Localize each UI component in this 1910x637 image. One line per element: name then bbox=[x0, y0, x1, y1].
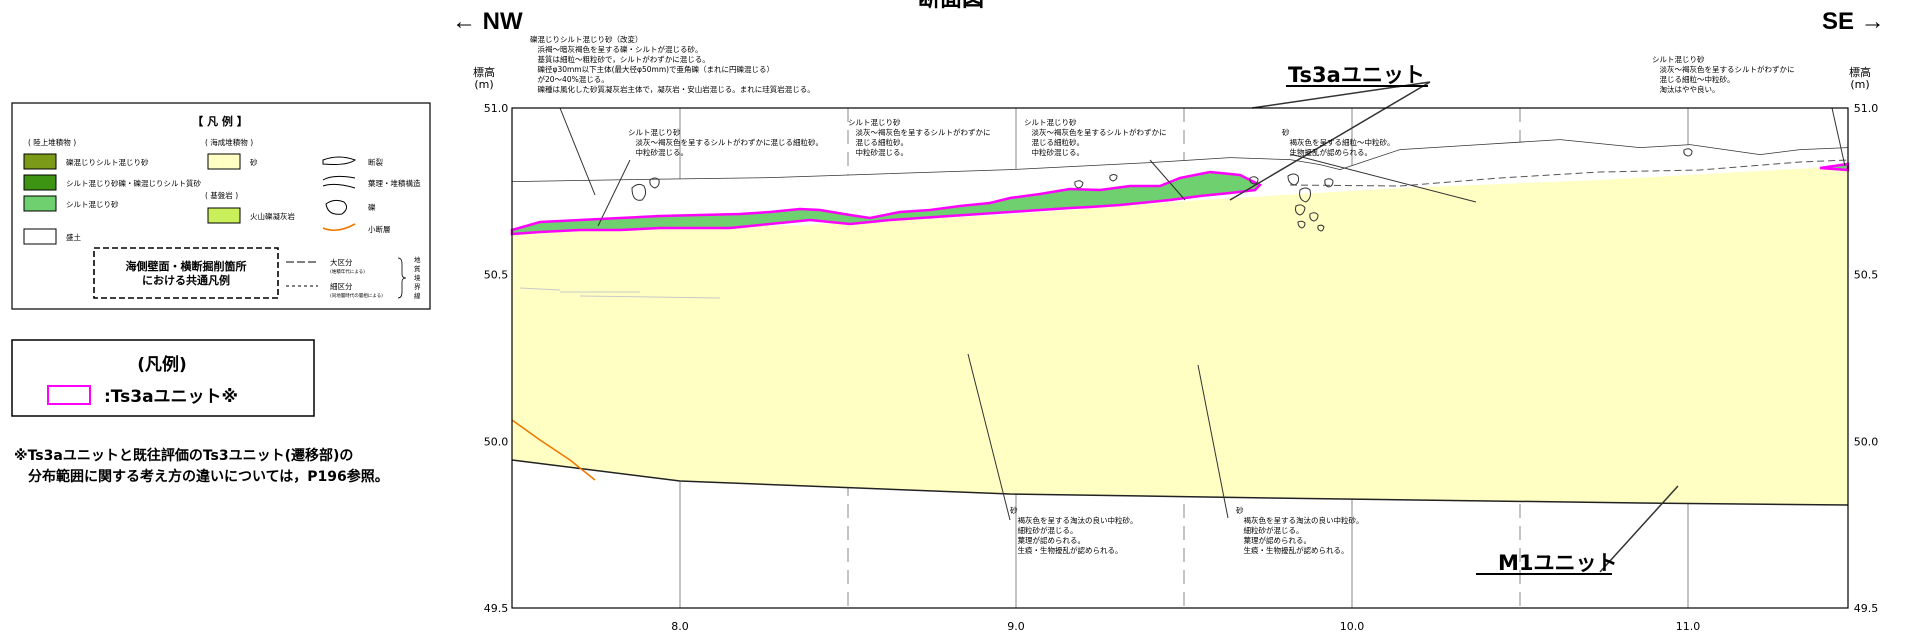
y-axis-label-right: 標高(m) bbox=[1849, 65, 1871, 91]
legend-swatch-bedrock bbox=[207, 207, 241, 224]
legend-symbol-lamination: 葉理・堆積構造 bbox=[368, 178, 421, 188]
legend-group-marine: ( 海成堆積物 ) bbox=[205, 137, 253, 147]
y-tick-label: 49.5 bbox=[484, 602, 509, 615]
ts3a-legend-label: :Ts3aユニット※ bbox=[104, 387, 238, 407]
annotation-sand-bottom-1: 砂 褐灰色を呈する淘汰の良い中粒砂。 細粒砂が混じる。 葉理が認められる。 生痕… bbox=[1010, 505, 1138, 555]
legend-title: 【 凡 例 】 bbox=[192, 114, 248, 128]
legend-major-division-label: 大区分 bbox=[330, 257, 353, 267]
annotation-sand-bottom-2: 砂 褐灰色を呈する淘汰の良い中粒砂。 細粒砂が混じる。 葉理が認められる。 生痕… bbox=[1236, 505, 1364, 555]
se-direction-label: SE → bbox=[1822, 8, 1885, 35]
x-tick-label: 8.0 bbox=[671, 620, 689, 633]
page-title-partial: 断面図 bbox=[918, 0, 984, 12]
annotation-top-left: 礫混じりシルト混じり砂（改変） 浜褐～暗灰褐色を呈する礫・シルトが混じる砂。 基… bbox=[530, 34, 815, 94]
annotation-silt-3: シルト混じり砂 淡灰～褐灰色を呈するシルトがわずかに 混じる細粒砂。 中粒砂混じ… bbox=[1024, 117, 1167, 157]
footnote: ※Ts3aユニットと既往評価のTs3ユニット(遷移部)の 分布範囲に関する考え方… bbox=[14, 447, 389, 485]
annotation-silt-2: シルト混じり砂 淡灰～褐灰色を呈するシルトがわずかに 混じる細粒砂。 中粒砂混じ… bbox=[848, 117, 991, 157]
ts3a-legend-box: (凡例) :Ts3aユニット※ bbox=[11, 339, 315, 417]
nw-direction-label: ← NW bbox=[452, 8, 523, 35]
m1-unit-boundary-line bbox=[511, 459, 1849, 506]
legend-symbols bbox=[322, 156, 357, 232]
common-legend-note: 海側壁面・横断掘削箇所における共通凡例 bbox=[126, 259, 247, 287]
gravel-clasts bbox=[631, 148, 1693, 232]
legend-label-land: 盛土 bbox=[66, 232, 81, 242]
legend-minor-division-label: 細区分 bbox=[330, 281, 353, 291]
y-axis-label-left: 標高(m) bbox=[473, 65, 495, 91]
plot-frame bbox=[511, 107, 1849, 609]
legend-label-land: 礫混じりシルト混じり砂 bbox=[66, 157, 149, 167]
fill-boundary-dashed bbox=[1289, 159, 1849, 187]
legend-label-land: シルト混じり砂 bbox=[66, 199, 119, 209]
sand-layer bbox=[512, 166, 1848, 505]
x-tick-label: 9.0 bbox=[1007, 620, 1025, 633]
y-tick-label: 50.0 bbox=[1854, 435, 1879, 448]
legend-swatch-land bbox=[23, 153, 57, 170]
y-tick-label: 50.5 bbox=[484, 269, 509, 282]
y-tick-label: 51.0 bbox=[484, 102, 509, 115]
annotation-texts: 礫混じりシルト混じり砂（改変） 浜褐～暗灰褐色を呈する礫・シルトが混じる砂。 基… bbox=[530, 34, 1795, 555]
annotation-right-top: シルト混じり砂 淡灰～褐灰色を呈するシルトがわずかに 混じる細粒～中粒砂。 淘汰… bbox=[1652, 54, 1795, 94]
x-tick-label: 10.0 bbox=[1340, 620, 1365, 633]
legend-symbol-gravel: 礫 bbox=[368, 202, 376, 212]
small-fault-line bbox=[511, 419, 596, 481]
legend-brace bbox=[397, 257, 407, 299]
legend-label-bedrock: 火山礫凝灰岩 bbox=[250, 211, 295, 221]
legend-label-sand: 砂 bbox=[250, 157, 258, 167]
lamination-lines bbox=[519, 287, 721, 299]
ts3a-unit-band bbox=[510, 170, 1263, 236]
legend-group-land: ( 陸上堆積物 ) bbox=[28, 137, 76, 147]
legend-symbol-fracture: 断裂 bbox=[368, 157, 383, 167]
y-tick-label: 50.5 bbox=[1854, 269, 1879, 282]
ts3a-unit-label: Ts3aユニット bbox=[1288, 63, 1425, 87]
y-tick-label: 51.0 bbox=[1854, 102, 1879, 115]
legend-vertical-note-text: 地質境界線 bbox=[414, 255, 421, 300]
legend-symbol-small-fault: 小断層 bbox=[368, 224, 391, 234]
y-tick-label: 50.0 bbox=[484, 435, 509, 448]
legend-swatch-land bbox=[23, 228, 57, 245]
ts3a-legend-title: (凡例) bbox=[137, 354, 187, 375]
m1-unit-label: M1ユニット bbox=[1498, 551, 1618, 575]
legend-major-division-sub: (堆積年代による) bbox=[330, 268, 365, 275]
ts3a-legend-swatch bbox=[47, 385, 91, 405]
legend-box: 【 凡 例 】 ( 陸上堆積物 ) ( 海成堆積物 ) ( 基盤岩 ) 礫混じり… bbox=[11, 102, 431, 310]
annotation-sand-top: 砂 褐灰色を呈する細粒～中粒砂。 生物擾乱が認められる。 bbox=[1282, 127, 1395, 157]
legend-minor-division-sub: (同地層時代の層相による) bbox=[330, 292, 383, 299]
annotation-silt-1: シルト混じり砂 淡灰～褐灰色を呈するシルトがわずかに混じる細粒砂。 中粒砂混じる… bbox=[628, 127, 823, 157]
legend-swatch-land bbox=[23, 195, 57, 212]
legend-swatch-land bbox=[23, 174, 57, 191]
legend-label-land: シルト混じり砂礫・礫混じりシルト質砂 bbox=[66, 178, 201, 188]
common-legend-dashed-box bbox=[93, 247, 279, 299]
y-tick-label: 49.5 bbox=[1854, 602, 1879, 615]
legend-swatch-sand bbox=[207, 153, 241, 170]
x-tick-label: 11.0 bbox=[1676, 620, 1701, 633]
legend-group-bedrock: ( 基盤岩 ) bbox=[205, 190, 238, 200]
